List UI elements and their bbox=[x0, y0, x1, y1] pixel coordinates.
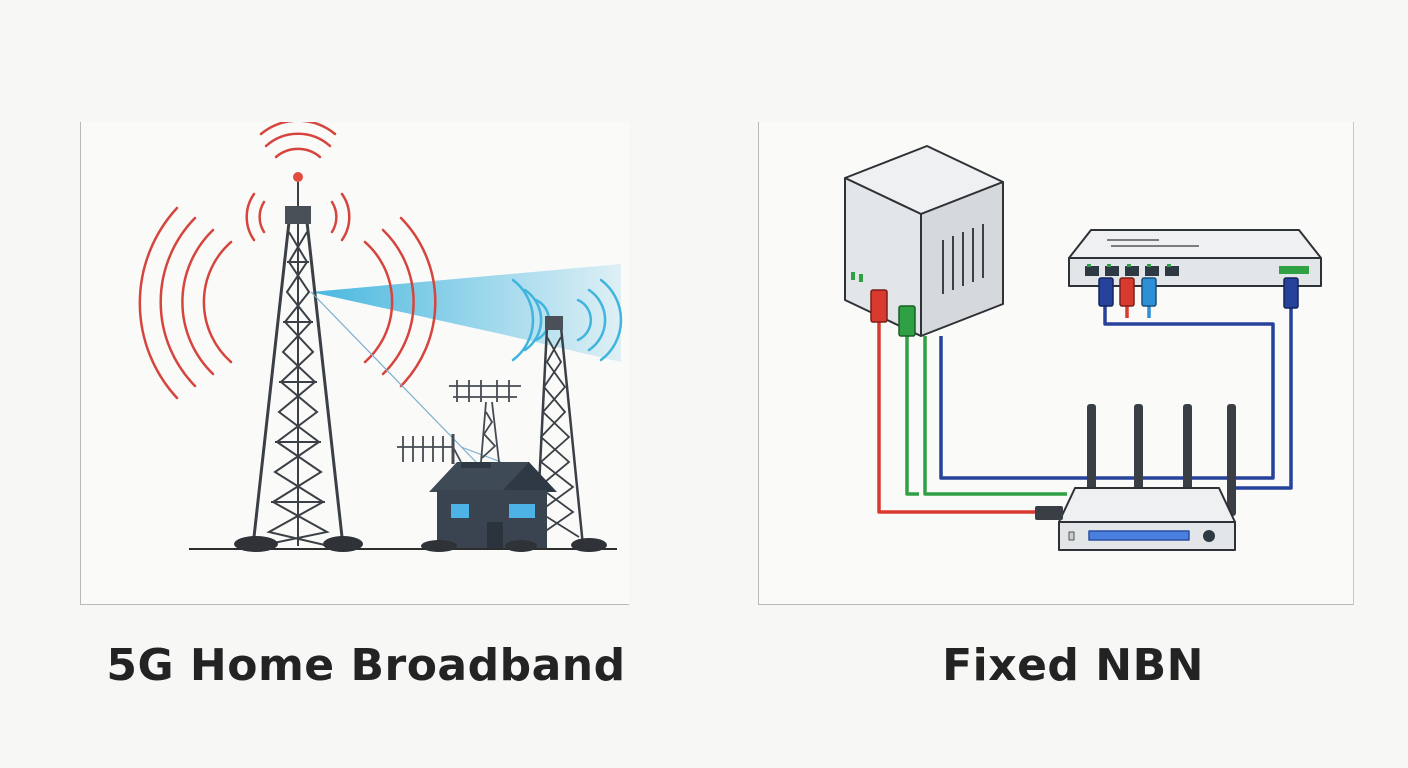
rooftop-antenna-icon bbox=[397, 434, 462, 464]
caption-5g-home-broadband: 5G Home Broadband bbox=[106, 640, 626, 691]
router-antennas bbox=[1087, 404, 1236, 516]
green-plug bbox=[898, 305, 916, 337]
cyan-plug bbox=[1141, 277, 1157, 307]
blue-plug-1 bbox=[1098, 277, 1114, 307]
main-cell-tower bbox=[251, 221, 345, 547]
blue-plug-2 bbox=[1283, 277, 1299, 309]
nbn-connection-box bbox=[844, 145, 1004, 337]
red-plug-2 bbox=[1119, 277, 1135, 307]
red-plug bbox=[870, 289, 888, 323]
wifi-router bbox=[1058, 487, 1236, 551]
blue-cable-switch bbox=[1229, 290, 1293, 490]
5g-diagram bbox=[138, 122, 623, 552]
panel-fixed-nbn bbox=[758, 122, 1354, 605]
router-input-plug bbox=[1035, 506, 1063, 520]
red-cable bbox=[877, 322, 1035, 514]
tower-beacon-icon bbox=[293, 172, 303, 182]
signal-waves-icon bbox=[138, 122, 437, 400]
signal-beam bbox=[311, 264, 621, 362]
shrubs bbox=[234, 536, 607, 552]
tower-antenna-head bbox=[285, 206, 311, 224]
blue-cable-ntd bbox=[939, 302, 1275, 480]
green-cable-2 bbox=[923, 336, 1067, 496]
green-cable bbox=[905, 336, 919, 496]
small-tower-head bbox=[545, 316, 563, 330]
nbn-diagram bbox=[844, 145, 1322, 551]
cables bbox=[877, 290, 1293, 514]
caption-fixed-nbn: Fixed NBN bbox=[942, 640, 1204, 691]
background-mast bbox=[449, 380, 521, 463]
panel-5g-home-broadband bbox=[80, 122, 629, 605]
home-icon bbox=[429, 462, 557, 548]
network-switch bbox=[1068, 229, 1322, 287]
